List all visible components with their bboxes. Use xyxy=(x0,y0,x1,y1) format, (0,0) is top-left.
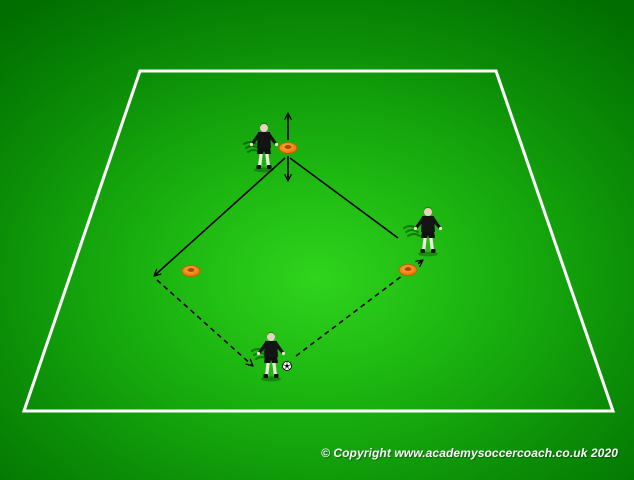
field-boundary xyxy=(21,69,616,413)
soccer-ball-icon xyxy=(282,361,292,371)
cone-top xyxy=(278,142,298,154)
player-top xyxy=(243,123,279,173)
copyright-text: © Copyright www.academysoccercoach.co.uk… xyxy=(320,446,618,460)
player-right xyxy=(403,207,443,257)
cone-left xyxy=(181,265,201,277)
arrow-left-to-bottom xyxy=(156,279,254,367)
arrow-top-to-right xyxy=(289,157,399,239)
player-bottom xyxy=(251,332,286,382)
arrow-top-to-left xyxy=(153,157,286,277)
cone-right xyxy=(398,264,418,276)
